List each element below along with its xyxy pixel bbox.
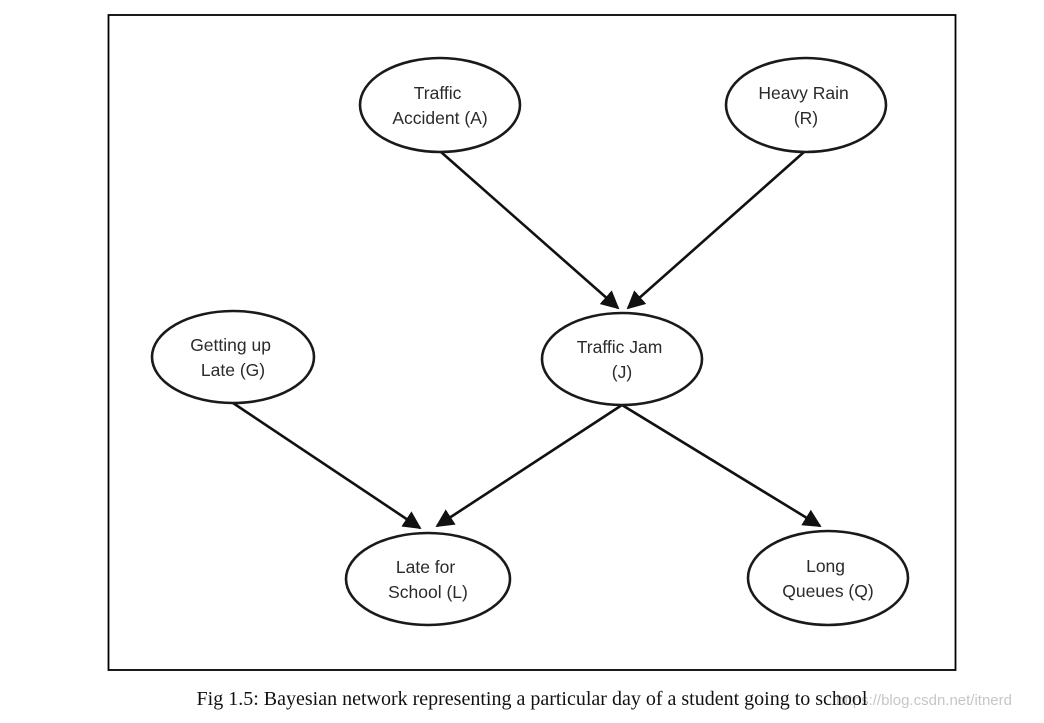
edges [232,151,822,530]
node-late-for-school: Late for School (L) [344,531,512,627]
node-traffic-jam-ellipse [540,311,704,407]
edge-traffic-accident-to-traffic-jam [440,151,620,310]
node-traffic-accident-ellipse [358,56,522,154]
node-long-queues-label: Long Queues (Q) [782,556,873,601]
edge-heavy-rain-to-traffic-jam [626,151,805,310]
node-traffic-accident: Traffic Accident (A) [358,56,522,154]
watermark: https://blog.csdn.net/itnerd [836,692,1012,709]
node-heavy-rain-label: Heavy Rain (R) [758,83,853,128]
node-getting-up-late: Getting up Late (G) [150,309,316,405]
edge-traffic-jam-to-long-queues [621,403,822,528]
node-traffic-jam: Traffic Jam (J) [540,311,704,407]
node-traffic-jam-label: Traffic Jam (J) [577,337,667,382]
node-heavy-rain-ellipse [724,56,888,154]
node-late-for-school-label: Late for School (L) [388,557,468,602]
node-heavy-rain: Heavy Rain (R) [724,56,888,154]
figure-caption: Fig 1.5: Bayesian network representing a… [196,688,868,710]
node-long-queues: Long Queues (Q) [746,529,910,627]
node-getting-up-late-label: Getting up Late (G) [190,335,276,380]
node-late-for-school-ellipse [344,531,512,627]
edge-traffic-jam-to-late-for-school [435,403,623,528]
edge-getting-up-late-to-late-for-school [232,401,422,530]
node-traffic-accident-label: Traffic Accident (A) [392,83,487,128]
node-long-queues-ellipse [746,529,910,627]
node-getting-up-late-ellipse [150,309,316,405]
